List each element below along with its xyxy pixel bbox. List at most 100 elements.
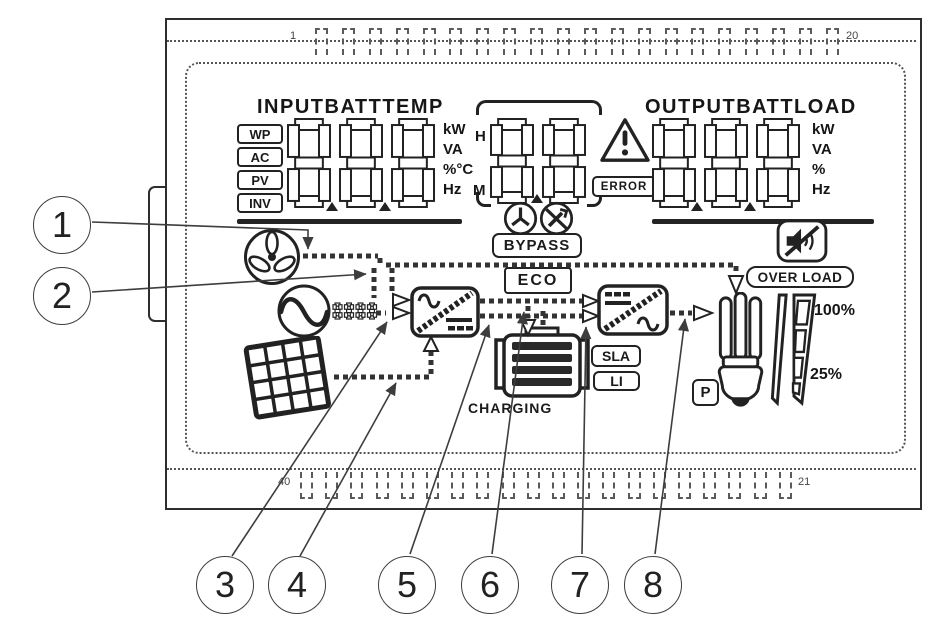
solar-panel-icon [240, 336, 336, 420]
top-pin-first-label: 1 [290, 30, 297, 42]
connector-pin [799, 28, 813, 55]
wind-turbine-icon [242, 227, 302, 287]
connector-pin [426, 472, 440, 499]
connector-pin [375, 472, 389, 499]
callout-3: 3 [196, 556, 254, 614]
input-decimal-mark-1 [326, 202, 338, 211]
connector-pin [300, 472, 313, 499]
input-decimal-mark-2 [379, 202, 391, 211]
connector-pin [476, 28, 490, 55]
warning-triangle-icon [598, 116, 652, 164]
input-section-title: INPUTBATTTEMP [257, 96, 444, 118]
connector-pin [753, 472, 767, 499]
connector-pin [315, 28, 328, 55]
bottom-pin-row [300, 472, 792, 499]
ac-sine-icon [276, 283, 332, 339]
connector-pin [422, 28, 436, 55]
clock-icon [503, 201, 538, 236]
connector-pin [728, 472, 742, 499]
connector-pin [825, 28, 839, 55]
output-decimal-mark-1 [691, 202, 703, 211]
connector-pin [577, 472, 591, 499]
callout-6: 6 [461, 556, 519, 614]
ac-input-mini-digits [332, 302, 378, 320]
no-service-icon [539, 201, 574, 236]
connector-pin [637, 28, 651, 55]
callout-7: 7 [551, 556, 609, 614]
minute-flag: M [473, 182, 486, 199]
load-level-25-label: 25% [810, 366, 843, 383]
connector-pin [627, 472, 641, 499]
dc-ac-inverter-icon [597, 284, 669, 336]
timer-bracket-bottom-left [476, 192, 491, 207]
output-section-title: OUTPUTBATTLOAD [645, 96, 857, 118]
flag-wp: WP [237, 124, 283, 144]
module-bottom-separator [167, 468, 916, 470]
connector-pin [678, 472, 692, 499]
overload-flag: OVER LOAD [746, 266, 854, 288]
callout-1: 1 [33, 196, 91, 254]
connector-pin [610, 28, 624, 55]
connector-pin [652, 472, 666, 499]
flag-sla: SLA [591, 345, 641, 367]
output-decimal-mark-2 [744, 202, 756, 211]
charging-label: CHARGING [468, 400, 553, 416]
error-flag: ERROR [592, 176, 656, 197]
battery-icon [490, 326, 594, 402]
connector-pin [718, 28, 732, 55]
bottom-pin-first-label: 40 [278, 476, 291, 488]
connector-pin [552, 472, 566, 499]
flag-inv: INV [237, 193, 283, 213]
lamp-load-icon [714, 292, 770, 416]
center-decimal-mark [531, 194, 543, 203]
connector-pin [451, 472, 465, 499]
connector-pin [691, 28, 705, 55]
input-underline-bar [237, 219, 462, 224]
connector-pin [530, 28, 544, 55]
bypass-flag: BYPASS [492, 233, 582, 258]
callout-2: 2 [33, 267, 91, 325]
connector-pin [449, 28, 463, 55]
connector-pin [350, 472, 364, 499]
connector-pin [325, 472, 339, 499]
load-level-100-label: 100% [814, 302, 855, 319]
connector-pin [341, 28, 355, 55]
connector-pin [583, 28, 597, 55]
top-pin-last-label: 20 [846, 30, 859, 42]
load-level-icon [770, 293, 818, 407]
connector-pin [703, 472, 717, 499]
callout-8: 8 [624, 556, 682, 614]
p-flag: P [692, 379, 719, 406]
callout-4: 4 [268, 556, 326, 614]
eco-flag: ECO [504, 267, 572, 294]
connector-pin [503, 28, 517, 55]
flag-pv: PV [237, 170, 283, 190]
flag-ac: AC [237, 147, 283, 167]
connector-pin [772, 28, 786, 55]
display-active-area [185, 62, 906, 454]
connector-pin [395, 28, 409, 55]
callout-5: 5 [378, 556, 436, 614]
mute-speaker-icon [776, 219, 828, 263]
connector-pin [526, 472, 540, 499]
connector-pin [664, 28, 678, 55]
connector-pin [745, 28, 759, 55]
output-seven-segment-digits [652, 118, 800, 208]
connector-pin [400, 472, 414, 499]
connector-pin [602, 472, 616, 499]
connector-pin [476, 472, 490, 499]
hour-flag: H [475, 128, 486, 145]
connector-pin [557, 28, 571, 55]
ac-dc-converter-icon [410, 286, 480, 338]
connector-pin [501, 472, 515, 499]
output-underline-bar [652, 219, 874, 224]
center-seven-segment-digits [490, 118, 586, 204]
timer-bracket-bottom-right [587, 192, 602, 207]
connector-pin [778, 472, 792, 499]
bottom-pin-last-label: 21 [798, 476, 811, 488]
timer-bracket-top [476, 100, 602, 115]
connector-pin [368, 28, 382, 55]
